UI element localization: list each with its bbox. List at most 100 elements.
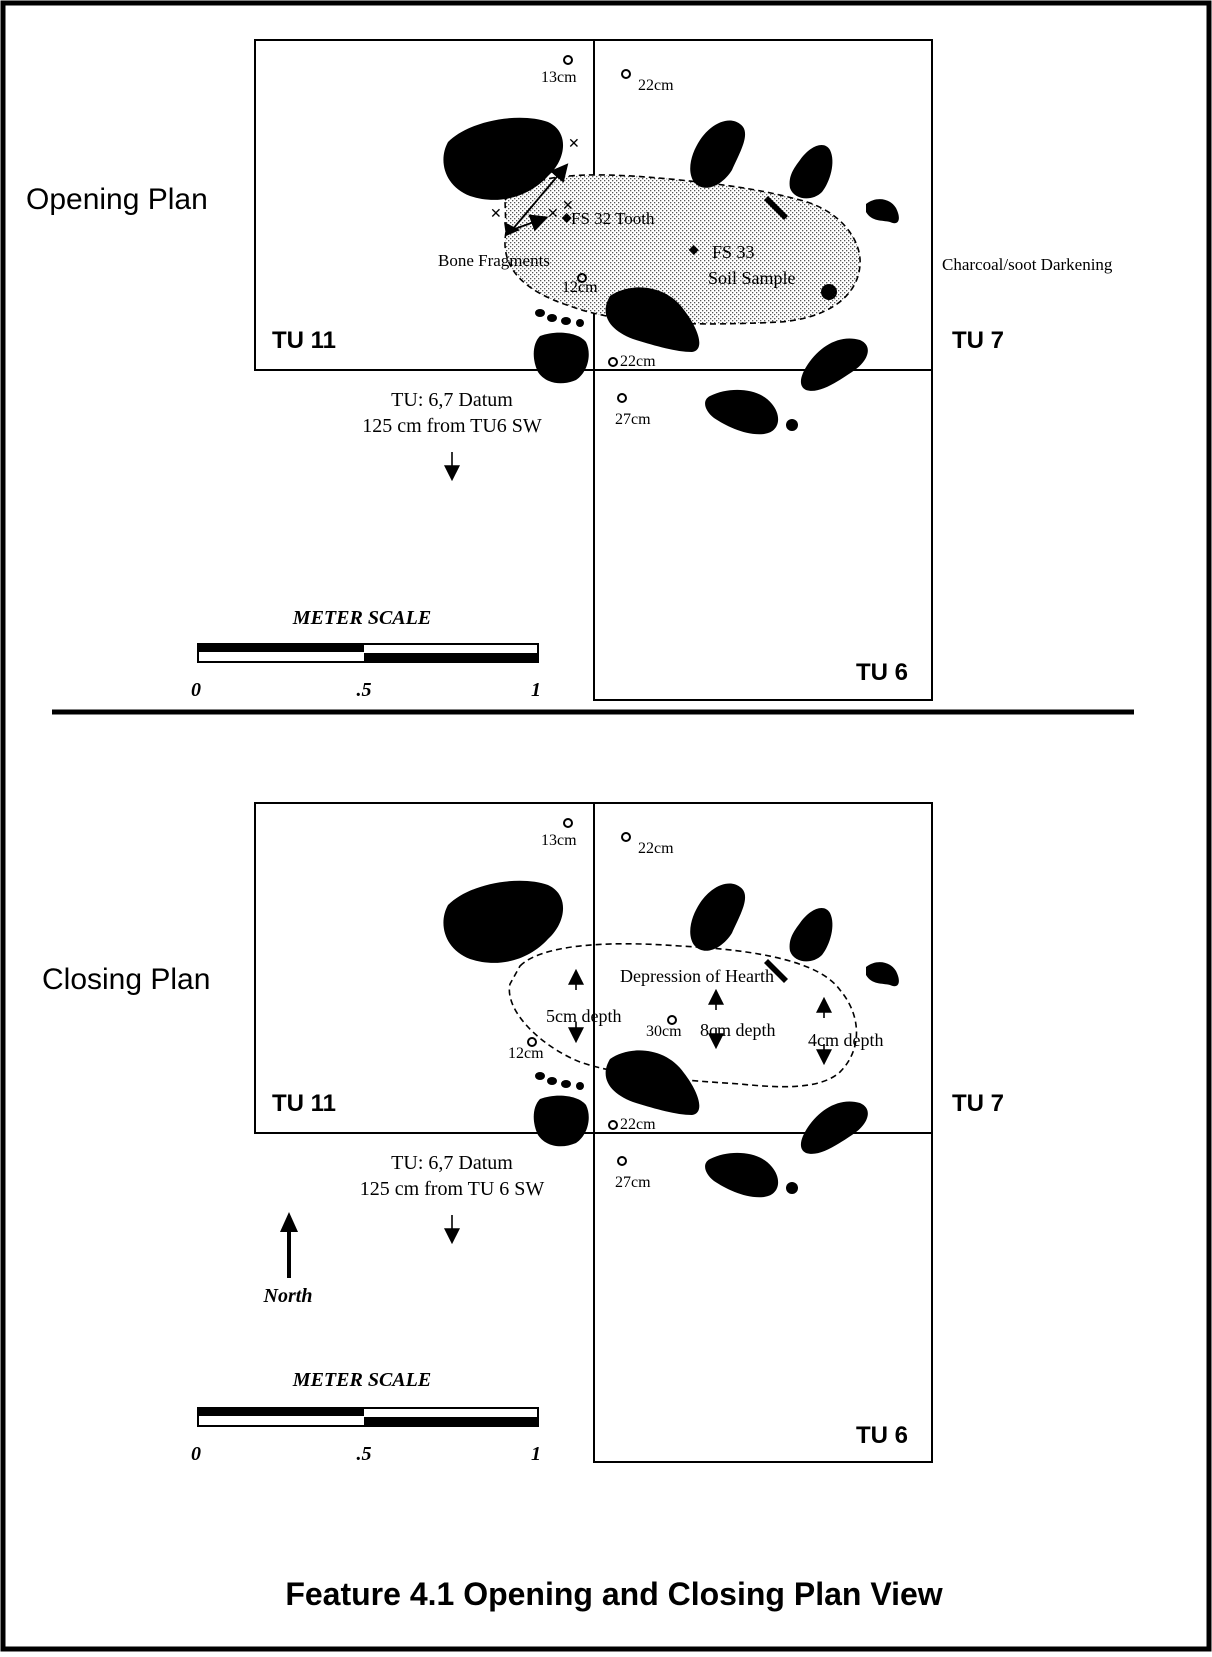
scale-tick-0: 0 [191,1443,201,1465]
depth-13cm: 13cm [541,832,577,849]
depth-27cm: 27cm [615,411,651,428]
rock [789,908,833,962]
label-tu7: TU 7 [952,327,1004,354]
rock [786,1182,798,1194]
rock [800,338,868,391]
scale-tick-0: 0 [191,679,201,701]
bone-arrow-tail [504,222,520,236]
rock [690,883,746,951]
rock [535,1072,545,1080]
bone-fragment-icon: ✕ [547,205,559,221]
grid-tu6-unit [593,369,933,701]
label-tu6: TU 6 [856,1422,908,1449]
label-charcoal-darkening: Charcoal/soot Darkening [942,255,1113,274]
rock [764,959,788,983]
meter-scale-bar [197,1407,539,1427]
depth-point-icon [621,69,631,79]
depth-point-icon [563,818,573,828]
closing-plan: Closing Plan [42,802,1004,1465]
label-tu7: TU 7 [952,1090,1004,1117]
depth-27cm: 27cm [615,1174,651,1191]
depth-point-icon [563,55,573,65]
rock [705,389,779,435]
depth-point-icon [617,393,627,403]
depth-point-icon [617,1156,627,1166]
meter-scale-bar [197,643,539,663]
rock [821,284,837,300]
opening-plan-title: Opening Plan [26,183,208,216]
depth-point-icon [667,1015,677,1025]
rock [547,314,557,322]
rocks [443,117,899,435]
hearth-stain-area [504,174,861,325]
rock [605,287,700,352]
rock [800,1101,868,1154]
bone-fragment-icon: ✕ [562,197,574,213]
rock [786,419,798,431]
depth-point-icon [577,273,587,283]
datum-line-1: TU: 6,7 Datum [391,389,513,411]
bone-fragment-icon: ✕ [568,135,580,151]
datum-line-1: TU: 6,7 Datum [391,1152,513,1174]
bone-arrow [511,214,549,232]
label-8cm-depth: 8cm depth [700,1020,775,1040]
depth-points [527,818,677,1166]
rock [605,1050,700,1115]
bone-fragment-icon: ✕ [490,205,502,221]
rock [764,196,788,220]
depth-point-icon [621,832,631,842]
depth-point-icon [527,1037,537,1047]
north-label: North [263,1285,313,1307]
rock [443,117,564,200]
datum-line-2: 125 cm from TU6 SW [362,415,542,437]
label-tu11: TU 11 [272,327,336,354]
depth-22cm-bottom: 22cm [620,1116,656,1133]
bone-arrow [511,163,569,231]
label-soil-sample: Soil Sample [708,268,796,288]
rock [443,880,564,963]
label-5cm-depth: 5cm depth [546,1006,621,1026]
depth-22cm-bottom: 22cm [620,353,656,370]
scale-title: METER SCALE [292,1369,431,1391]
hearth-depression-outline [508,942,858,1088]
depth-point-icon [608,1120,618,1130]
label-bone-fragments: Bone Fragments [438,251,550,270]
rock [789,145,833,199]
rock [561,317,571,325]
rock [576,1082,584,1090]
opening-plan: Opening Plan ✕ ✕ ✕ [26,39,1113,701]
rock [690,120,746,188]
scale-tick-half: .5 [357,679,372,701]
rock [866,199,899,224]
depth-point-icon [608,357,618,367]
scale-tick-1: 1 [531,679,541,701]
depth-12cm: 12cm [562,279,598,296]
figure-caption: Feature 4.1 Opening and Closing Plan Vie… [285,1576,942,1612]
depth-22cm-top: 22cm [638,77,674,94]
rock [535,309,545,317]
closing-plan-title: Closing Plan [42,963,210,996]
depth-30cm: 30cm [646,1023,682,1040]
depth-22cm-top: 22cm [638,840,674,857]
label-fs33: FS 33 [712,242,755,262]
depth-12cm: 12cm [508,1045,544,1062]
bone-fragments: ✕ ✕ ✕ ✕ [490,135,580,221]
datum-line-2: 125 cm from TU 6 SW [360,1178,545,1200]
label-tu11: TU 11 [272,1090,336,1117]
scale-title: METER SCALE [292,607,431,629]
label-tu6: TU 6 [856,659,908,686]
rock [561,1080,571,1088]
rock [866,962,899,987]
depth-arrows [568,968,832,1066]
rocks [443,880,899,1198]
rock [533,332,589,384]
rock [705,1152,779,1198]
label-fs32-tooth: FS 32 Tooth [571,209,655,228]
scale-tick-half: .5 [357,1443,372,1465]
rock [533,1095,589,1147]
scale-tick-1: 1 [531,1443,541,1465]
north-arrow-icon [280,1212,298,1278]
